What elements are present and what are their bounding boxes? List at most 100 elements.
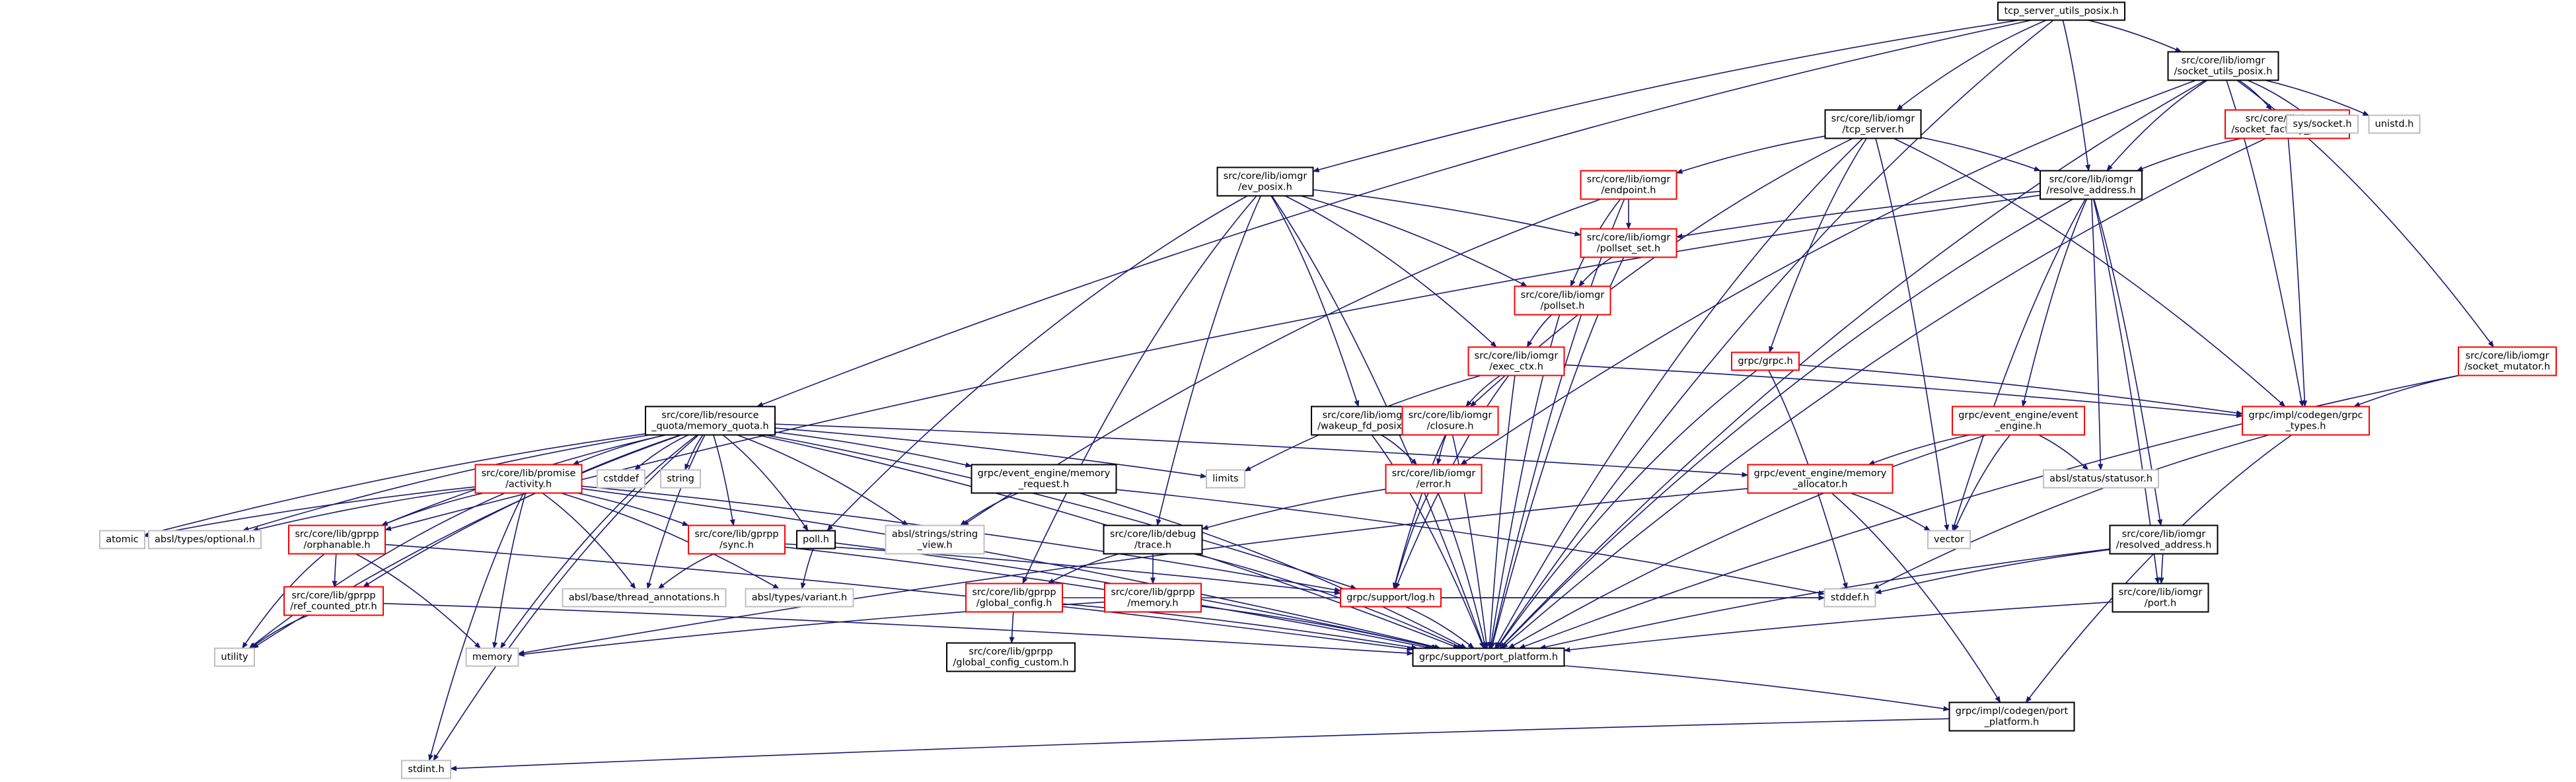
node-pollset-set[interactable]: src/core/lib/iomgr/pollset_set.h — [1580, 228, 1677, 258]
edge-ev-posix-to-poll-h — [827, 195, 1248, 532]
node-label: _platform.h — [1984, 717, 2040, 728]
node-grpc-h[interactable]: grpc/grpc.h — [1731, 351, 1800, 371]
node-endpoint[interactable]: src/core/lib/iomgr/endpoint.h — [1580, 170, 1677, 200]
edge-orphanable-to-ref-counted-ptr — [332, 553, 338, 588]
node-label: /global_config.h — [976, 598, 1052, 609]
node-string: string — [660, 469, 701, 489]
node-tcp-server[interactable]: src/core/lib/iomgr/tcp_server.h — [1824, 109, 1922, 139]
node-label: cstddef — [603, 474, 640, 484]
edge-closure-to-support-log — [1392, 435, 1446, 590]
edge-root-to-resolve-address — [2062, 20, 2091, 172]
edge-ev-posix-to-pollset — [1300, 195, 1528, 287]
node-gprpp-memory[interactable]: src/core/lib/gprpp/memory.h — [1104, 583, 1202, 613]
node-orphanable[interactable]: src/core/lib/gprpp/orphanable.h — [288, 524, 386, 555]
edges-layer — [144, 19, 2494, 771]
node-box — [645, 406, 776, 436]
edge-orphanable-to-memory — [355, 553, 481, 649]
node-box — [1467, 346, 1565, 376]
node-box — [597, 469, 645, 489]
node-label: absl/strings/string — [892, 529, 978, 540]
node-label: unistd.h — [2375, 119, 2414, 129]
edge-debug-trace-to-global-config — [1047, 553, 1119, 585]
node-box — [1952, 406, 2085, 436]
node-box — [1216, 166, 1314, 197]
node-label: /socket_utils_posix.h — [2174, 67, 2273, 77]
node-sys-socket: sys/socket.h — [2286, 114, 2359, 134]
edge-promise-activity-to-memory — [492, 493, 527, 649]
edge-resolve-address-to-pollset-set — [1675, 190, 2041, 239]
node-label: /tcp_server.h — [1842, 125, 1903, 135]
edge-resolve-address-to-status-statusor — [2090, 199, 2104, 471]
edge-socket-utils-posix-to-port-platform — [1499, 79, 2206, 649]
edge-memory-allocator-to-vector — [1850, 492, 1931, 532]
edge-memory-quota-to-promise-activity — [572, 434, 666, 466]
node-grpc-types[interactable]: grpc/impl/codegen/grpc_types.h — [2242, 406, 2370, 436]
node-resolve-address[interactable]: src/core/lib/iomgr/resolve_address.h — [2040, 170, 2143, 200]
node-event-engine[interactable]: grpc/event_engine/event_engine.h — [1952, 406, 2085, 436]
edge-pollset-to-exec-ctx — [1526, 314, 1553, 348]
node-label: /closure.h — [1427, 421, 1474, 432]
node-label: src/core/lib/iomgr — [1521, 290, 1605, 301]
node-label: src/core/lib/iomgr — [1323, 410, 1407, 421]
node-support-log[interactable]: grpc/support/log.h — [1340, 588, 1442, 608]
edge-tcp-server-to-port-platform — [1494, 137, 1864, 649]
edge-iomgr-error-to-debug-trace — [1201, 488, 1386, 530]
node-box — [465, 647, 519, 667]
node-promise-activity[interactable]: src/core/lib/promise/activity.h — [474, 464, 583, 494]
edge-support-log-to-port-platform — [1405, 606, 1475, 649]
node-box — [2286, 114, 2359, 134]
node-box — [1747, 464, 1894, 494]
node-pollset[interactable]: src/core/lib/iomgr/pollset.h — [1514, 285, 1611, 316]
edge-gprpp-memory-to-port-platform — [1200, 606, 1439, 650]
node-label: src/core/lib/iomgr — [1831, 114, 1915, 124]
node-label: /ev_posix.h — [1238, 182, 1292, 193]
edge-event-engine-to-vector — [1954, 434, 2011, 532]
node-global-config[interactable]: src/core/lib/gprpp/global_config.h — [965, 583, 1063, 613]
node-label: _engine.h — [1995, 421, 2042, 432]
node-ref-counted-ptr[interactable]: src/core/lib/gprpp/ref_counted_ptr.h — [283, 586, 384, 616]
edge-pollset-set-to-port-platform — [1490, 257, 1625, 649]
node-label: grpc/event_engine/memory — [978, 468, 1111, 479]
node-label: _view.h — [916, 540, 952, 551]
node-memory-quota[interactable]: src/core/lib/resource_quota/memory_quota… — [645, 406, 776, 436]
node-label: src/core/lib/iomgr — [1587, 232, 1671, 243]
edge-iomgr-error-to-support-log — [1393, 493, 1429, 590]
node-ev-posix[interactable]: src/core/lib/iomgr/ev_posix.h — [1216, 166, 1314, 197]
node-box — [1514, 285, 1611, 316]
node-socket-mutator[interactable]: src/core/lib/iomgr/socket_mutator.h — [2458, 346, 2557, 376]
edge-promise-activity-to-absl-variant — [560, 492, 780, 590]
node-resolved-address[interactable]: src/core/lib/iomgr/resolved_address.h — [2109, 524, 2219, 555]
edge-socket-mutator-to-grpc-types — [2353, 374, 2460, 408]
node-port-platform[interactable]: grpc/support/port_platform.h — [1412, 647, 1565, 667]
node-socket-utils-posix[interactable]: src/core/lib/iomgr/socket_utils_posix.h — [2167, 51, 2279, 81]
node-debug-trace[interactable]: src/core/lib/debug/trace.h — [1103, 524, 1203, 555]
node-string-view: absl/strings/string_view.h — [885, 524, 985, 555]
edge-ref-counted-ptr-to-utility — [250, 614, 309, 649]
node-iomgr-error[interactable]: src/core/lib/iomgr/error.h — [1385, 464, 1483, 494]
edge-event-engine-to-memory-allocator — [1868, 434, 1970, 466]
node-memory-allocator[interactable]: grpc/event_engine/memory_allocator.h — [1747, 464, 1894, 494]
node-closure[interactable]: src/core/lib/iomgr/closure.h — [1401, 406, 1499, 436]
edge-memory-quota-to-absl-optional — [242, 434, 650, 532]
node-exec-ctx[interactable]: src/core/lib/iomgr/exec_ctx.h — [1467, 346, 1565, 376]
node-box — [1340, 588, 1442, 608]
node-label: src/core/lib/resource — [661, 410, 758, 421]
node-poll-h[interactable]: poll.h — [796, 530, 836, 550]
node-codegen-port-platform[interactable]: grpc/impl/codegen/port_platform.h — [1948, 701, 2075, 732]
node-box — [660, 469, 701, 489]
node-ee-memory-request[interactable]: grpc/event_engine/memory_request.h — [971, 464, 1117, 494]
node-gprpp-sync[interactable]: src/core/lib/gprpp/sync.h — [688, 524, 786, 555]
node-label: /pollset_set.h — [1597, 244, 1660, 254]
node-wakeup-fd[interactable]: src/core/lib/iomgr/wakeup_fd_posix.h — [1311, 406, 1418, 436]
node-label: src/core/lib/gprpp — [295, 529, 379, 540]
edge-tcp-server-to-resolve-address — [1921, 137, 2041, 172]
node-label: /socket_mutator.h — [2464, 362, 2550, 373]
node-root[interactable]: tcp_server_utils_posix.h — [1997, 1, 2125, 21]
node-iomgr-port[interactable]: src/core/lib/iomgr/port.h — [2112, 583, 2209, 613]
node-label: stdint.h — [408, 764, 444, 775]
edge-promise-activity-to-orphanable — [381, 492, 484, 526]
node-box — [965, 583, 1063, 613]
node-global-config-custom[interactable]: src/core/lib/gprpp/global_config_custom.… — [946, 642, 1076, 672]
node-label: /memory.h — [1127, 598, 1178, 609]
edge-socket-factory-to-port-platform — [1501, 137, 2267, 649]
